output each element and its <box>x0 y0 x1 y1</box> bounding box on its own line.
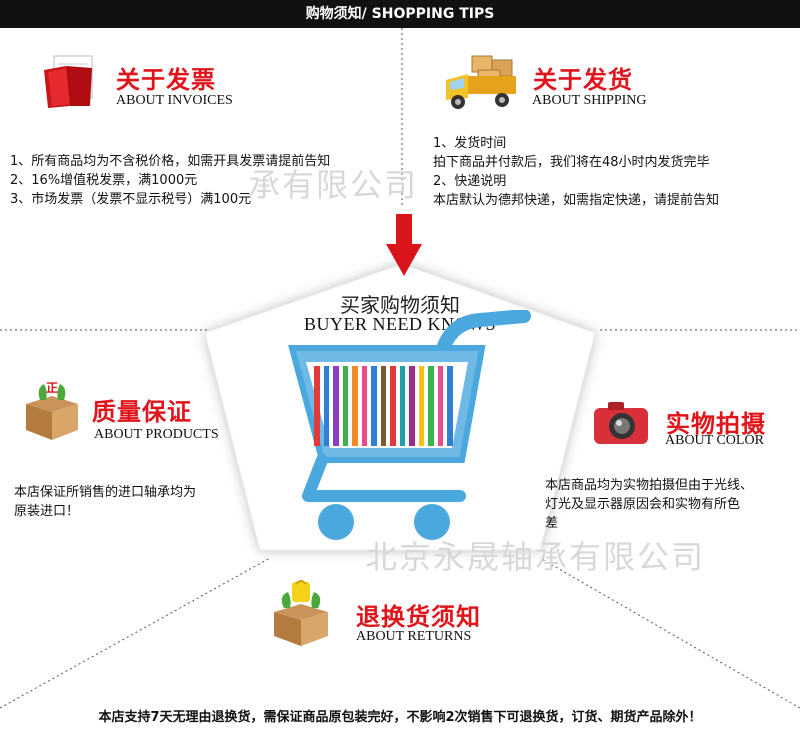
color-title: 实物拍摄 <box>666 410 766 438</box>
shipping-subtitle: ABOUT SHIPPING <box>532 93 647 108</box>
shipping-line-1: 1、发货时间 <box>433 136 507 151</box>
shopping-cart-icon <box>288 310 531 540</box>
box-icon: 正 <box>26 381 78 440</box>
camera-icon <box>594 402 648 444</box>
shipping-title: 关于发货 <box>533 66 633 94</box>
products-line-2: 原装进口！ <box>14 504 80 519</box>
invoices-line-1: 1、所有商品均为不含税价格，如需开具发票请提前告知 <box>10 154 331 169</box>
gift-box-icon <box>274 580 328 646</box>
color-subtitle: ABOUT COLOR <box>665 433 764 448</box>
color-text: 本店商品均为实物拍摄但由于光线、 灯光及显示器原因会和实物有所色 差 <box>545 476 797 533</box>
delivery-truck-icon <box>446 55 516 109</box>
shipping-line-2: 拍下商品并付款后，我们将在48小时内发货完毕 <box>433 155 710 170</box>
header-title: 购物须知/ SHOPPING TIPS <box>305 6 495 22</box>
red-folder-icon <box>44 55 93 108</box>
center-title-cn: 买家购物须知 <box>340 293 460 317</box>
invoices-subtitle: ABOUT INVOICES <box>116 93 233 108</box>
svg-text:正: 正 <box>46 381 58 395</box>
invoices-title: 关于发票 <box>116 66 216 94</box>
header-bar: 购物须知/ SHOPPING TIPS <box>0 0 800 28</box>
invoices-line-2: 2、16%增值税发票，满1000元 <box>10 173 198 188</box>
red-down-arrow-icon <box>386 214 422 276</box>
shipping-line-4: 本店默认为德邦快递，如需指定快递，请提前告知 <box>433 193 720 208</box>
watermark-top: 承有限公司 <box>248 166 419 204</box>
returns-subtitle: ABOUT RETURNS <box>356 629 472 644</box>
shipping-text: 1、发货时间 拍下商品并付款后，我们将在48小时内发货完毕 2、快递说明 本店默… <box>433 134 793 210</box>
products-line-1: 本店保证所销售的进口轴承均为 <box>14 485 197 500</box>
invoices-text: 1、所有商品均为不含税价格，如需开具发票请提前告知 2、16%增值税发票，满10… <box>10 152 400 209</box>
color-line-3: 差 <box>545 516 559 531</box>
invoices-line-3: 3、市场发票（发票不显示税号）满100元 <box>10 192 252 207</box>
shipping-line-3: 2、快递说明 <box>433 174 507 189</box>
returns-text: 本店支持7天无理由退换货，需保证商品原包装完好，不影响2次销售下可退换货，订货、… <box>98 710 702 725</box>
watermark-bottom: 北京永晟轴承有限公司 <box>365 538 706 576</box>
products-title: 质量保证 <box>92 398 192 426</box>
returns-title: 退换货须知 <box>356 603 481 631</box>
products-text: 本店保证所销售的进口轴承均为 原装进口！ <box>14 483 274 521</box>
color-line-1: 本店商品均为实物拍摄但由于光线、 <box>545 478 754 493</box>
products-subtitle: ABOUT PRODUCTS <box>94 427 219 442</box>
color-line-2: 灯光及显示器原因会和实物有所色 <box>545 497 741 512</box>
